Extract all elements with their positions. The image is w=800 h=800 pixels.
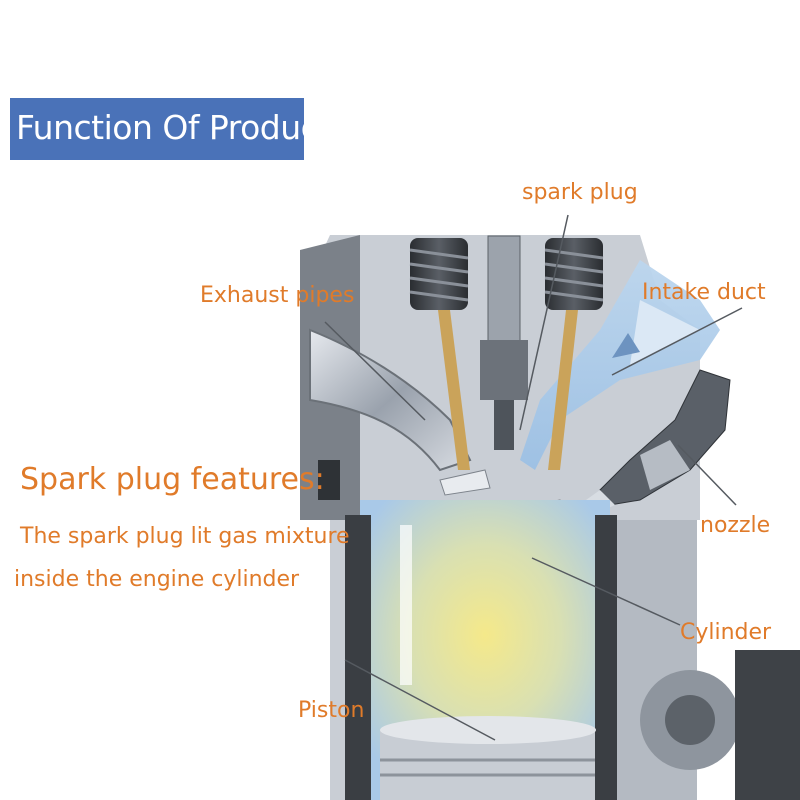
banner-title: Function Of Product (16, 108, 331, 147)
label-spark-plug: spark plug (522, 180, 638, 205)
features-heading: Spark plug features: (20, 462, 325, 497)
spark-plug-part (480, 235, 528, 450)
intake-valve-spring (544, 238, 604, 310)
piston-part (380, 716, 596, 800)
label-intake-duct: Intake duct (642, 280, 766, 305)
features-line-2: inside the engine cylinder (14, 567, 300, 592)
exhaust-valve-spring (409, 238, 469, 310)
label-piston: Piston (298, 698, 365, 723)
title-banner: Function Of Product (10, 98, 331, 160)
label-exhaust-pipes: Exhaust pipes (200, 283, 355, 308)
features-line-1: The spark plug lit gas mixture (20, 524, 350, 549)
label-cylinder: Cylinder (680, 620, 772, 645)
label-nozzle: nozzle (700, 513, 771, 538)
